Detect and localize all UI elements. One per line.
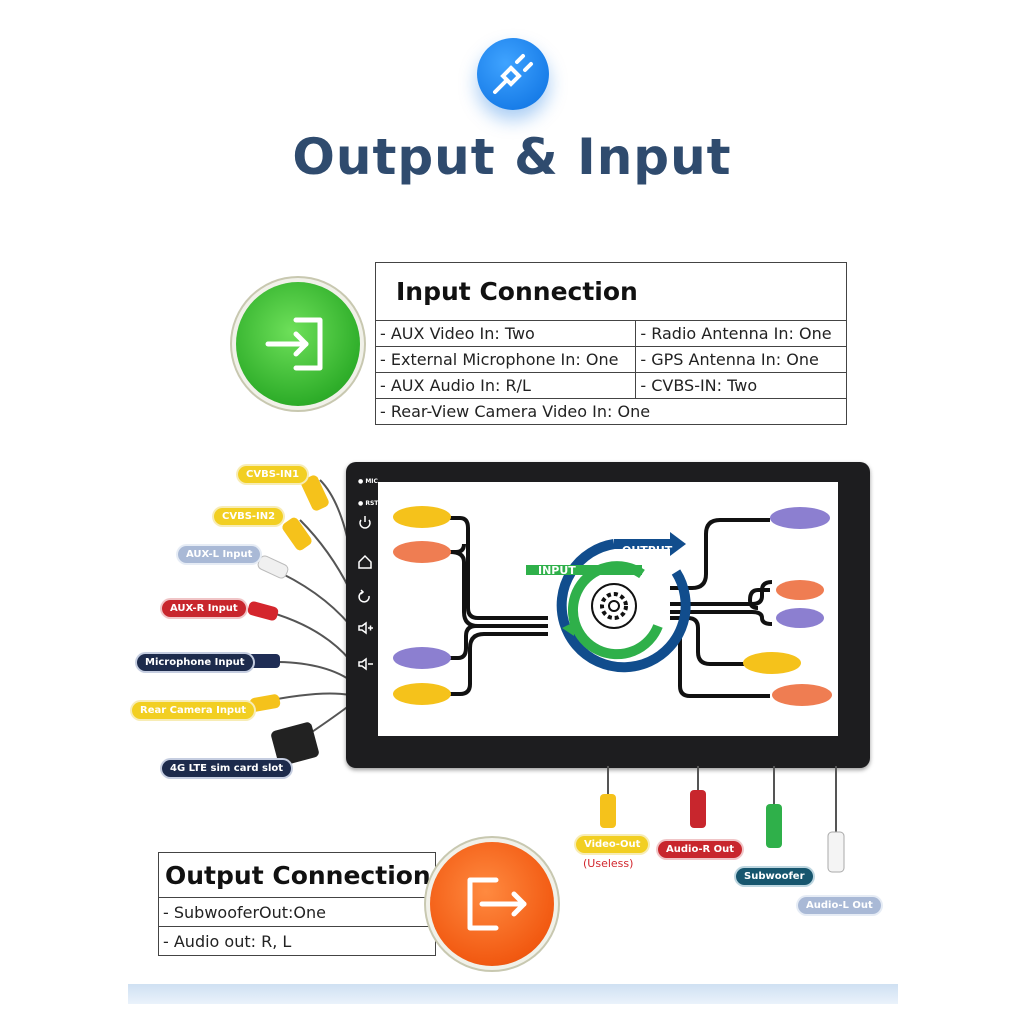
input-flow-label: INPUT — [538, 564, 576, 577]
tag-microphone-input: Microphone Input — [137, 654, 253, 671]
plug-purple-right — [776, 608, 824, 628]
input-row-cvbs: - CVBS-IN: Two — [635, 372, 847, 399]
volume-up-icon[interactable] — [358, 621, 373, 635]
plug-audio-l-out — [827, 831, 845, 873]
volume-down-icon[interactable] — [358, 657, 373, 671]
input-row-external-mic: - External Microphone In: One — [374, 346, 637, 373]
plug-icon — [477, 38, 549, 110]
input-row-aux-video: - AUX Video In: Two — [374, 320, 637, 347]
input-row-aux-audio: - AUX Audio In: R/L — [374, 372, 637, 399]
input-row-gps-antenna: - GPS Antenna In: One — [635, 346, 847, 373]
device-screen: OUTPUT INPUT — [378, 482, 838, 736]
tag-audio-r-out: Audio-R Out — [658, 841, 743, 858]
output-icon — [430, 842, 554, 966]
page-title: Output & Input — [292, 128, 732, 186]
output-connection-table: Output Connection - SubwooferOut:One - A… — [158, 852, 436, 956]
mic-label: ● MIC — [358, 478, 378, 485]
plug-yellow-bottom-left — [393, 683, 451, 705]
input-icon — [236, 282, 360, 406]
gear-icon — [591, 583, 637, 629]
input-connection-table: Input Connection - AUX Video In: Two - R… — [374, 262, 847, 425]
tag-audio-l-out: Audio-L Out — [798, 897, 881, 914]
home-icon[interactable] — [358, 554, 372, 569]
plug-yellow-top-left — [393, 506, 451, 528]
plug-video-out — [600, 794, 616, 828]
output-row-audio: - Audio out: R, L — [158, 926, 436, 956]
tag-sim-card-slot: 4G LTE sim card slot — [162, 760, 292, 777]
device-side-buttons — [358, 516, 373, 671]
plug-orange-bottom-right — [772, 684, 832, 706]
tag-subwoofer: Subwoofer — [736, 868, 813, 885]
rst-label: ● RST — [358, 500, 379, 507]
input-row-radio-antenna: - Radio Antenna In: One — [635, 320, 847, 347]
plug-audio-r-out — [690, 790, 706, 828]
tag-rear-camera-input: Rear Camera Input — [132, 702, 254, 719]
tag-aux-r-input: AUX-R Input — [162, 600, 246, 617]
plug-orange-right — [776, 580, 824, 600]
input-row-rear-camera: - Rear-View Camera Video In: One — [375, 398, 847, 425]
plug-yellow-right — [743, 652, 801, 674]
plug-purple-top-right — [770, 507, 830, 529]
plug-subwoofer — [766, 804, 782, 848]
power-icon[interactable] — [359, 516, 371, 529]
output-row-subwoofer: - SubwooferOut:One — [158, 897, 436, 927]
plug-purple-left — [393, 647, 451, 669]
bottom-cables — [600, 766, 845, 873]
footer-bar — [128, 984, 898, 1004]
tag-cvbs-in2: CVBS-IN2 — [214, 508, 284, 525]
tag-video-out: Video-Out — [576, 836, 649, 853]
back-icon[interactable] — [358, 589, 370, 603]
tag-aux-l-input: AUX-L Input — [178, 546, 261, 563]
tag-cvbs-in1: CVBS-IN1 — [238, 466, 308, 483]
plug-orange-left — [393, 541, 451, 563]
input-connection-heading: Input Connection — [375, 262, 847, 321]
output-flow-label: OUTPUT — [622, 544, 673, 557]
output-connection-heading: Output Connection — [158, 852, 436, 898]
left-cables — [246, 475, 351, 766]
tag-video-out-note: (Useless) — [583, 857, 634, 870]
